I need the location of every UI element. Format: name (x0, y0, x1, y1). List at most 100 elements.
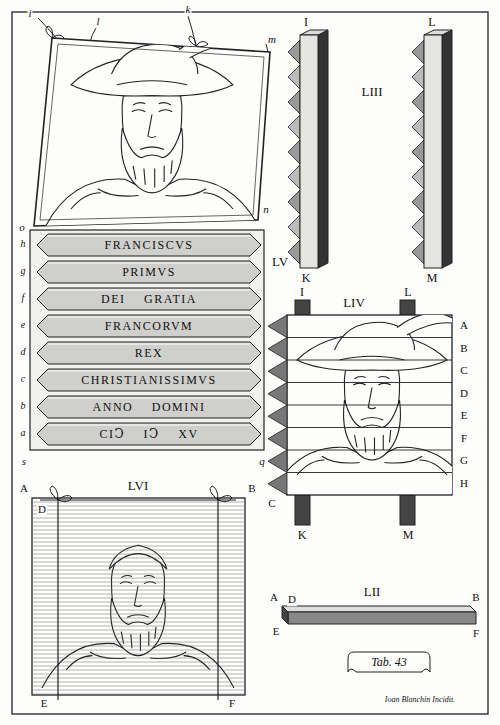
letter-label: E (40, 698, 49, 710)
prism-tooth (412, 65, 424, 89)
letter-label: K (297, 529, 308, 542)
inscription: CIↃ IↃ XV (99, 427, 198, 442)
inscription-strip: ANNO DOMINI (36, 395, 262, 419)
prism-tooth (412, 190, 424, 214)
banner-ribbon (348, 652, 430, 672)
eyes (132, 110, 173, 112)
letter-label: n (262, 204, 270, 216)
portrait-clip (287, 315, 452, 494)
ruling (33, 590, 244, 591)
letter-label: i (27, 8, 32, 20)
strip-highlight (48, 344, 250, 345)
inscription: CHRISTIANISSIMVS (81, 373, 216, 388)
prism-tooth (412, 140, 424, 164)
ruling (33, 658, 244, 659)
ruling (33, 642, 244, 643)
prism-tooth (412, 165, 424, 189)
inscription: DEI GRATIA (101, 292, 197, 307)
letter-label: s (21, 456, 27, 468)
strip-tooth (268, 405, 287, 428)
letter-label: M (426, 272, 439, 285)
ruling (33, 578, 244, 579)
ruling (33, 586, 244, 587)
letter-label: E (272, 626, 281, 638)
strip-tooth (268, 360, 287, 383)
ruling (33, 634, 244, 635)
strip-tooth (268, 428, 287, 451)
prism-tooth (288, 215, 300, 239)
letter-label: c (20, 374, 26, 385)
ruling (33, 514, 244, 515)
letter-label: A (269, 592, 279, 604)
letter-label: D (459, 388, 469, 400)
letter-label: k (185, 4, 192, 16)
prism-tooth (288, 65, 300, 89)
beard-strokes (133, 160, 172, 187)
letter-label: F (228, 698, 236, 710)
ruling (33, 622, 244, 623)
inner-frame (40, 44, 264, 220)
strip-joint (287, 337, 452, 338)
strip-highlight (48, 317, 250, 318)
inscription-strip: PRIMVS (36, 260, 262, 284)
portrait (44, 34, 260, 229)
ruling (33, 522, 244, 523)
ruling (33, 602, 244, 603)
prism-tooth (288, 240, 300, 264)
inscription-strip: REX (36, 341, 262, 365)
prism-tooth (412, 215, 424, 239)
ruling (33, 566, 244, 567)
ruling (33, 662, 244, 663)
ruling (33, 546, 244, 547)
ruling (33, 666, 244, 667)
prism-tooth (288, 90, 300, 114)
prism-tooth (288, 140, 300, 164)
letter-label: I (303, 16, 309, 29)
letter-label: LIII (361, 85, 384, 99)
letter-label: LVI (127, 479, 149, 493)
ruling (33, 606, 244, 607)
strip-highlight (48, 398, 250, 399)
feather (397, 315, 452, 335)
letter-label: LIV (342, 296, 366, 310)
nose (368, 388, 376, 409)
plate-banner: Tab. 43 (346, 648, 432, 676)
strip-frame (30, 230, 264, 450)
ruling (33, 526, 244, 527)
letter-label: G (459, 455, 469, 467)
nose (148, 115, 156, 138)
ruling (33, 550, 244, 551)
ruling (33, 542, 244, 543)
letter-label: C (459, 365, 468, 377)
post-bottom (400, 495, 415, 525)
prism-tooth (412, 240, 424, 264)
letter-label: h (20, 239, 27, 250)
strip-highlight (48, 263, 250, 264)
post-top (295, 300, 310, 315)
strip-outline (37, 369, 261, 391)
inscription: REX (135, 346, 164, 361)
strip-outline (37, 396, 261, 418)
brows (355, 377, 390, 379)
ruled-panel (32, 498, 245, 695)
inscription-strip: CIↃ IↃ XV (36, 422, 262, 446)
letter-label: a (20, 428, 27, 439)
ruling (33, 506, 244, 507)
letter-label: LII (363, 585, 382, 599)
bar-top (282, 606, 476, 612)
zigzag-bar (412, 30, 452, 268)
moustache (361, 418, 384, 421)
strip-outline (37, 342, 261, 364)
letter-label: L (403, 286, 412, 299)
ruling (33, 518, 244, 519)
plate-border (12, 12, 488, 714)
inscription-strip: DEI GRATIA (36, 287, 262, 311)
letter-label: D (37, 504, 47, 516)
inscription: FRANCISCVS (104, 238, 193, 253)
ruling (33, 538, 244, 539)
bar-side (442, 30, 452, 268)
ruling (33, 654, 244, 655)
strip-joint (287, 472, 452, 473)
ruling (33, 690, 244, 691)
